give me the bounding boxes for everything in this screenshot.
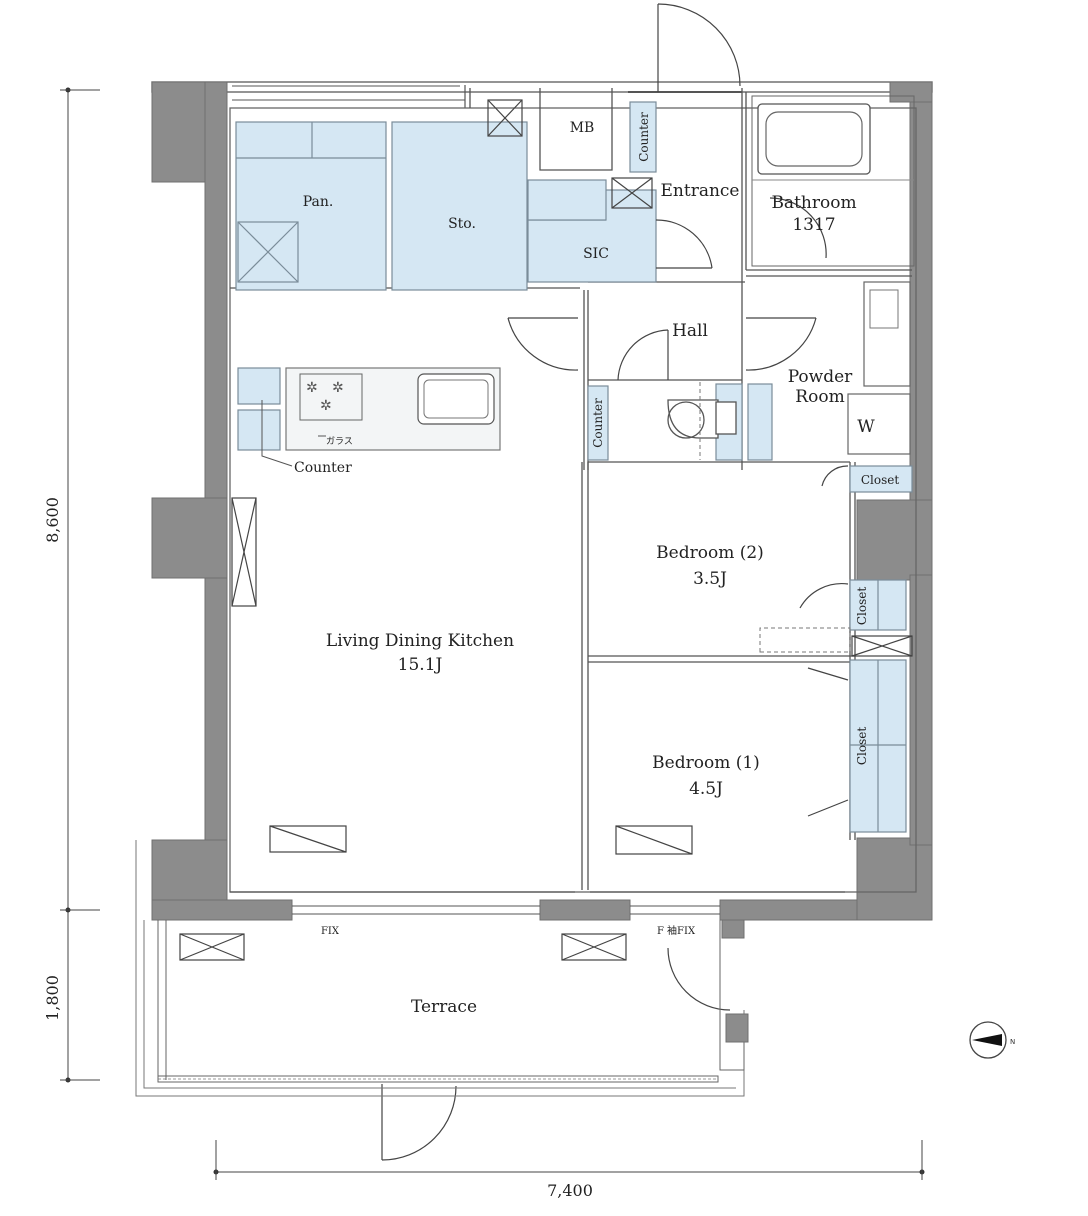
sic-label: SIC (583, 246, 609, 262)
stove-glass-label: ガラス (326, 436, 353, 447)
bedroom1-label: Bedroom (1) (652, 753, 760, 773)
washer-box (847, 393, 911, 455)
closet-bed1-label: Closet (855, 727, 869, 766)
ldk-label: Living Dining Kitchen (326, 631, 514, 651)
storage-label: Sto. (448, 216, 476, 232)
terrace-label: Terrace (411, 997, 477, 1017)
counter-hall-label: Counter (591, 398, 605, 448)
fix-left-label: FIX (321, 926, 340, 937)
north-arrow-icon: N (969, 1021, 1015, 1059)
powder-fixtures (847, 281, 911, 455)
svg-text:✲: ✲ (320, 398, 332, 414)
dimension-height-terrace: 1,800 (43, 975, 62, 1021)
terrace (135, 840, 749, 1097)
mb-label: MB (570, 120, 595, 136)
washer-label: W (857, 417, 875, 437)
hall-counter-area (587, 385, 609, 461)
hall-label: Hall (672, 321, 708, 341)
closet-hall-area (849, 465, 913, 493)
counter-entrance-label: Counter (637, 112, 651, 162)
entrance-label: Entrance (661, 181, 740, 201)
walls (151, 81, 933, 921)
bathtub (751, 95, 915, 267)
bathroom-size: 1317 (792, 215, 835, 235)
svg-text:N: N (1010, 1038, 1015, 1046)
aircon-markers (269, 825, 693, 855)
dimension-height-main: 8,600 (43, 497, 62, 543)
powder-room-label-2: Room (795, 387, 844, 407)
closet-hall-label: Closet (861, 473, 900, 487)
partitions (229, 88, 917, 893)
dimension-width-total: 7,400 (547, 1181, 593, 1200)
closet-bed2-label: Closet (855, 587, 869, 626)
storage-area (391, 121, 528, 291)
svg-text:✲: ✲ (332, 380, 344, 396)
toilet (667, 399, 737, 439)
powder-room-label-1: Powder (788, 367, 853, 387)
entrance-counter-area (629, 101, 657, 173)
bathroom-label: Bathroom (771, 193, 856, 213)
bedroom2-label: Bedroom (2) (656, 543, 764, 563)
stove-burner-icon: ✲ ✲ ✲ (306, 380, 344, 414)
kitchen-counter (285, 367, 501, 451)
doors (381, 3, 849, 1161)
pantry-label: Pan. (303, 194, 334, 210)
counter-kitchen-label: Counter (294, 460, 352, 476)
dimension-lines (60, 87, 925, 1180)
shaft-markers (179, 99, 913, 961)
pantry-area (235, 121, 387, 291)
fix-right-label: F 袖FIX (657, 924, 696, 937)
ldk-size: 15.1J (398, 655, 443, 675)
svg-text:✲: ✲ (306, 380, 318, 396)
bedroom2-size: 3.5J (693, 569, 727, 589)
bedroom1-size: 4.5J (689, 779, 723, 799)
storage-areas (235, 101, 913, 833)
